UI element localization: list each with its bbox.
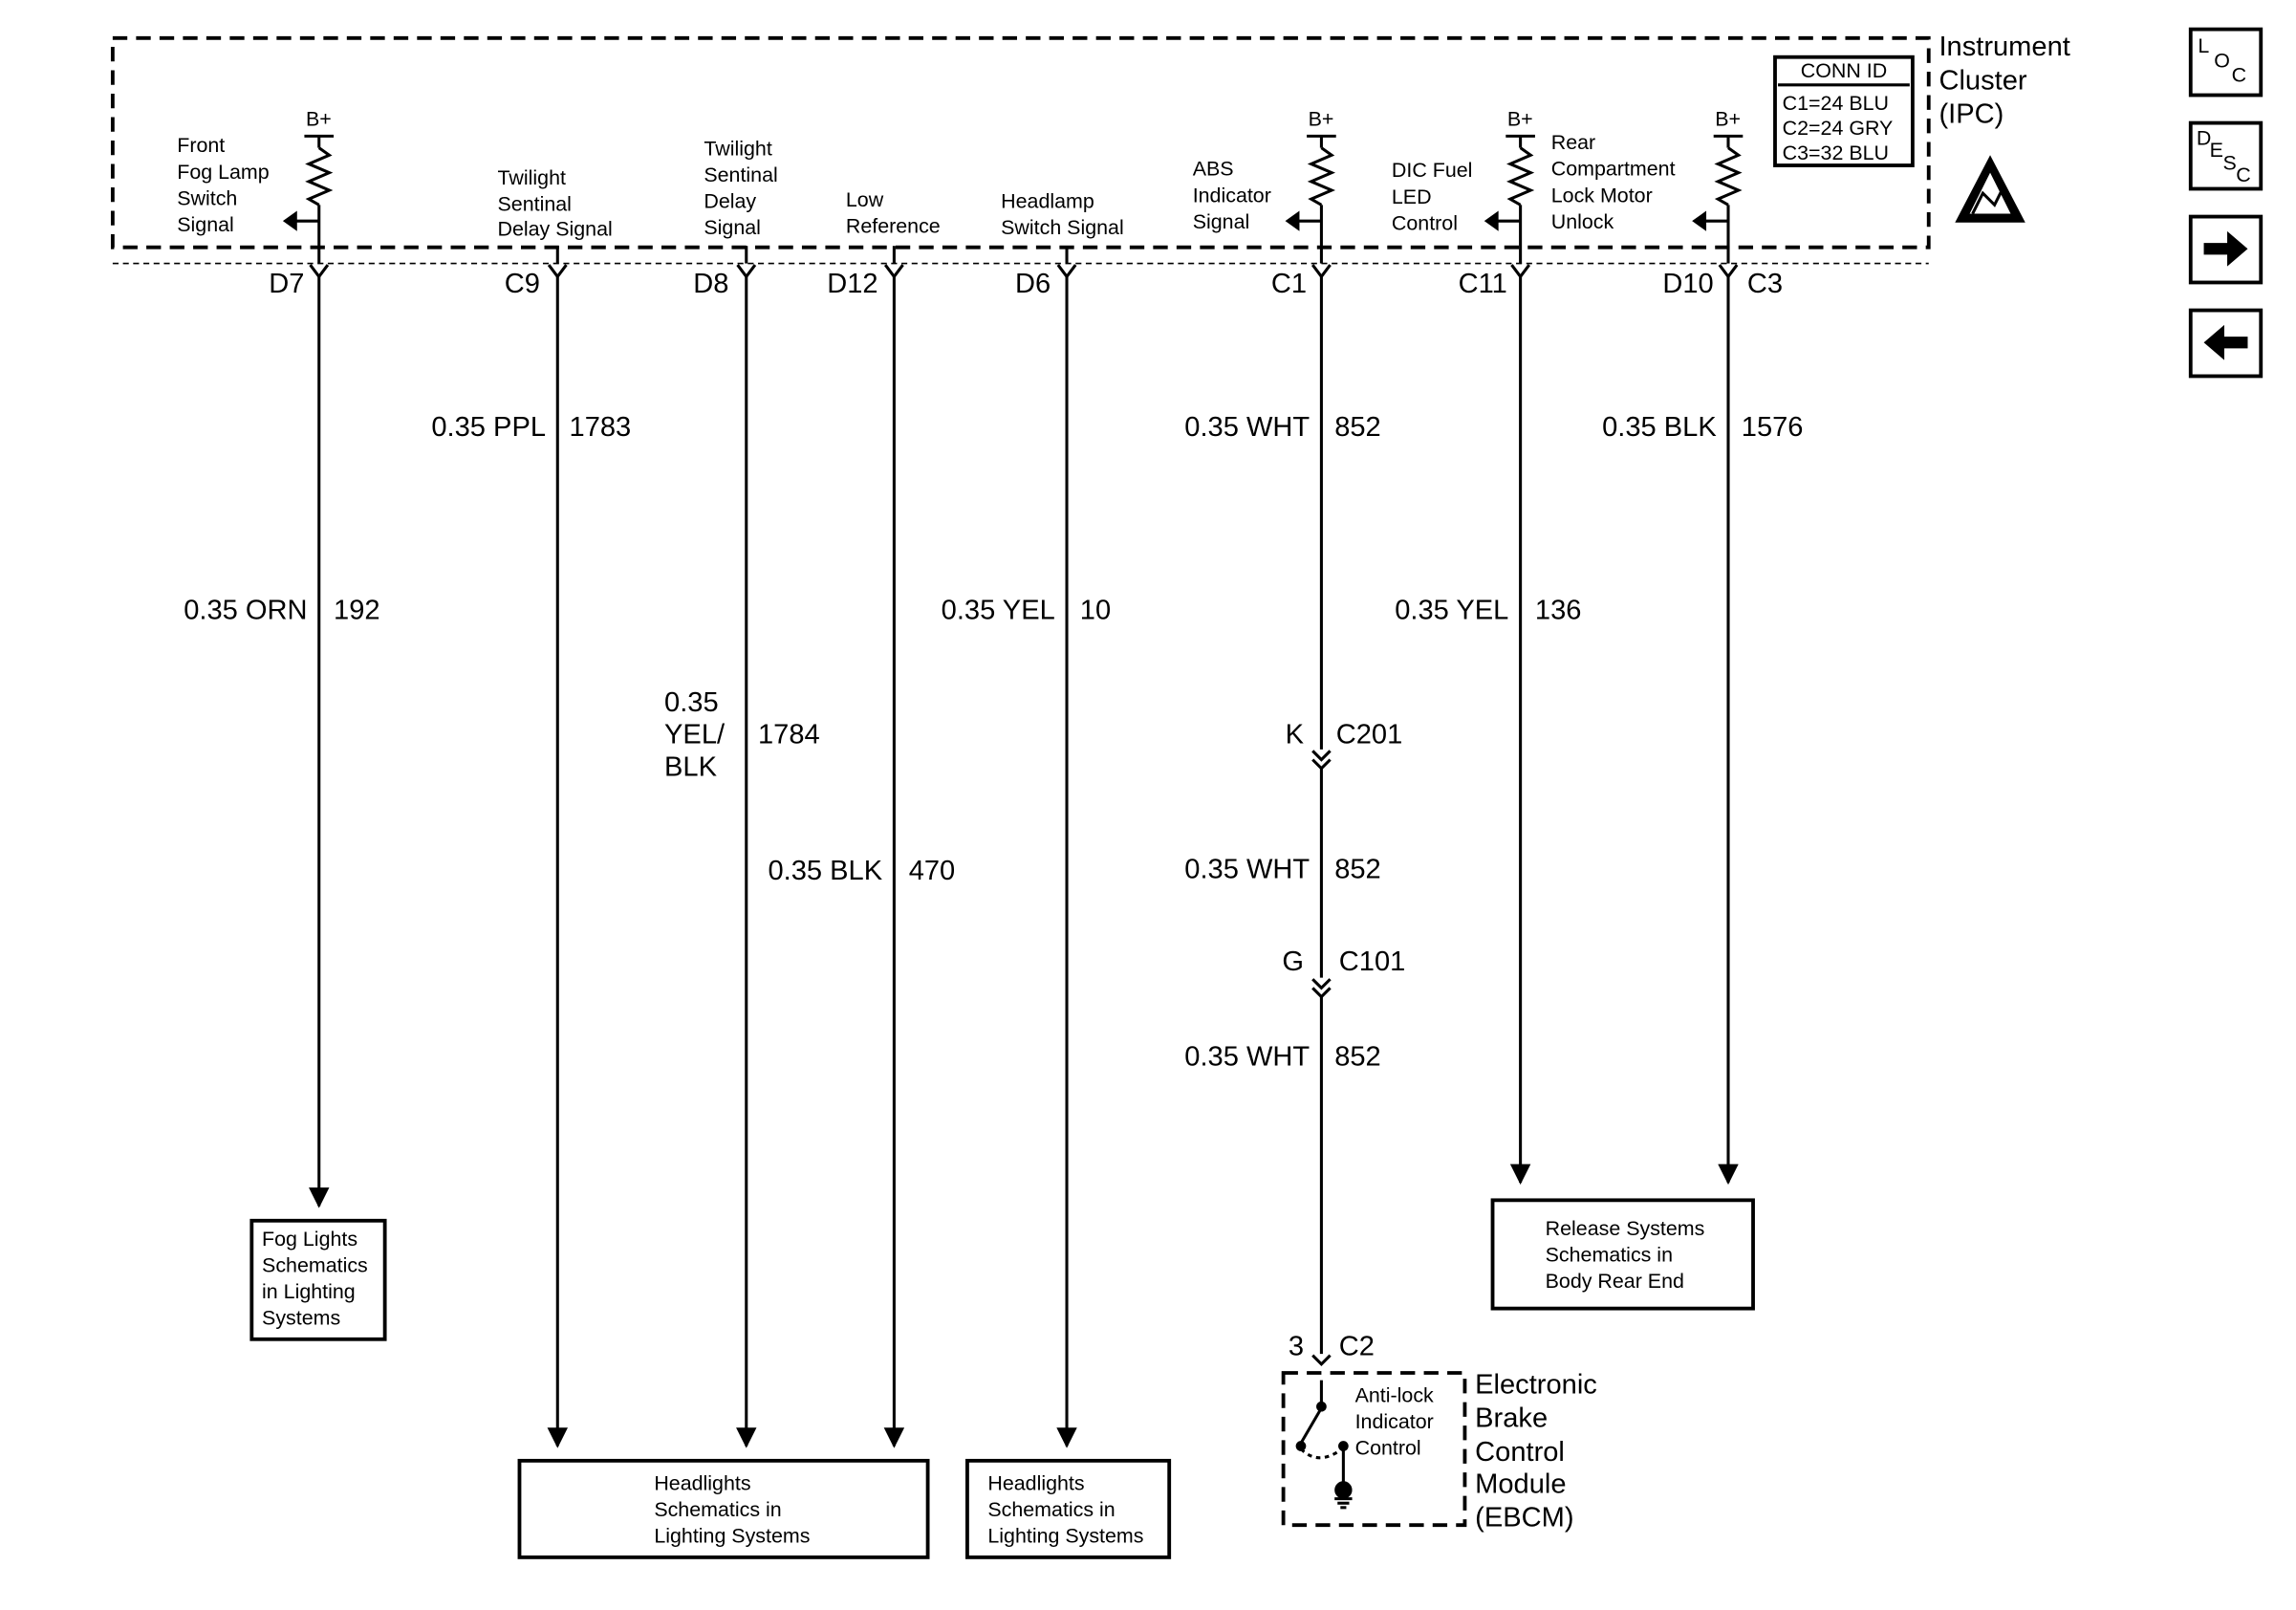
- wire-color-c3: 0.35 BLK: [1602, 412, 1717, 443]
- headlamp-switch-label: Headlamp Switch Signal: [1001, 189, 1124, 239]
- ebcm-connector: C2: [1339, 1332, 1375, 1362]
- ebcm-pin: 3: [1289, 1332, 1304, 1362]
- fog-supply-label: B+: [306, 108, 332, 131]
- wire-color-c1-c: 0.35 WHT: [1184, 1042, 1310, 1073]
- svg-text:C3=32 BLU: C3=32 BLU: [1783, 141, 1889, 164]
- loc-button[interactable]: L O C: [2188, 27, 2264, 98]
- pin-d6: D6: [1015, 269, 1051, 299]
- svg-text:CONN ID: CONN ID: [1801, 59, 1887, 82]
- wire-color-c1-b: 0.35 WHT: [1184, 855, 1310, 885]
- wire-color-c9: 0.35 PPL: [431, 412, 546, 443]
- svg-text:S: S: [2222, 152, 2236, 175]
- dic-fuel-label: DIC Fuel LED Control: [1392, 159, 1478, 234]
- svg-text:C1=24 BLU: C1=24 BLU: [1783, 92, 1889, 115]
- fog-lights-schematic-link[interactable]: Fog Lights Schematics in Lighting System…: [249, 1218, 387, 1341]
- c101-pin: G: [1282, 946, 1304, 977]
- svg-text:C2=24 GRY: C2=24 GRY: [1783, 117, 1894, 140]
- ebcm-inner-label: Anti-lock Indicator Control: [1355, 1384, 1440, 1460]
- dic-supply-label: B+: [1507, 108, 1533, 131]
- c201-pin: K: [1286, 720, 1305, 751]
- low-reference-label: Low Reference: [846, 188, 941, 238]
- ebcm-switch-symbol: [1295, 1380, 1353, 1510]
- pin-c1: C1: [1271, 269, 1307, 299]
- pin-c3: C3: [1747, 269, 1783, 299]
- ebcm-name: Electronic Brake Control Module (EBCM): [1475, 1369, 1605, 1533]
- twilight-c9-label: Twilight Sentinal Delay Signal: [498, 166, 613, 241]
- svg-text:D: D: [2197, 127, 2211, 150]
- pin-d10: D10: [1662, 269, 1713, 299]
- ipc-module-outline: [110, 35, 1931, 250]
- wire-color-c1-a: 0.35 WHT: [1184, 412, 1310, 443]
- fog-signal-label: Front Fog Lamp Switch Signal: [177, 134, 274, 236]
- forward-arrow-button[interactable]: [2188, 214, 2264, 285]
- pin-d8: D8: [693, 269, 728, 299]
- abs-supply-label: B+: [1309, 108, 1334, 131]
- svg-text:O: O: [2214, 49, 2230, 72]
- pin-c9: C9: [505, 269, 540, 299]
- pin-d7: D7: [269, 269, 304, 299]
- rear-compartment-label: Rear Compartment Lock Motor Unlock: [1551, 131, 1681, 233]
- release-systems-schematic-link[interactable]: Release Systems Schematics in Body Rear …: [1490, 1198, 1755, 1311]
- svg-text:Headlights Schematics in: Headlights Schematics in Lighting System…: [987, 1471, 1143, 1547]
- circuit-number-c9: 1783: [570, 412, 632, 443]
- rear-pullup-resistor: [1692, 134, 1744, 264]
- svg-text:E: E: [2210, 139, 2223, 162]
- internal-leads: [555, 246, 1069, 264]
- svg-text:Headlights Schematics in: Headlights Schematics in Lighting System…: [654, 1471, 810, 1547]
- circuit-number-d12: 470: [909, 856, 956, 886]
- rear-supply-label: B+: [1715, 108, 1741, 131]
- pin-c11: C11: [1459, 269, 1507, 299]
- abs-pullup-resistor: [1285, 134, 1336, 264]
- twilight-d8-label: Twilight Sentinal Delay Signal: [704, 137, 783, 239]
- module-name: Instrument Cluster (IPC): [1939, 32, 2077, 129]
- wires: [309, 276, 1739, 1448]
- desc-button[interactable]: D E S C: [2188, 120, 2264, 191]
- circuit-number-fog: 192: [334, 596, 380, 626]
- headlights-schematic-link-headlamp[interactable]: Headlights Schematics in Lighting System…: [965, 1458, 1172, 1559]
- dic-pullup-resistor: [1484, 134, 1535, 264]
- circuit-number-c3: 1576: [1742, 412, 1804, 443]
- ebcm-module: Anti-lock Indicator Control: [1281, 1371, 1467, 1528]
- circuit-number-c1-a: 852: [1334, 412, 1381, 443]
- pin-d12: D12: [827, 269, 877, 299]
- arrow-left-icon: [2203, 324, 2248, 360]
- svg-text:L: L: [2198, 34, 2209, 57]
- wire-color-d8: 0.35 YEL/ BLK: [664, 687, 732, 782]
- circuit-number-d6: 10: [1080, 596, 1111, 626]
- c201-connector: C201: [1336, 720, 1403, 751]
- c101-connector: C101: [1339, 946, 1406, 977]
- svg-text:Fog Lights Schematics: Fog Lights Schematics in Lighting System…: [262, 1228, 374, 1330]
- svg-text:C: C: [2236, 163, 2250, 186]
- wire-color-d12: 0.35 BLK: [768, 856, 882, 886]
- wire-color-fog: 0.35 ORN: [184, 596, 307, 626]
- esd-warning-icon: [1955, 155, 2025, 223]
- wire-color-d6: 0.35 YEL: [942, 596, 1055, 626]
- svg-text:C: C: [2232, 64, 2246, 87]
- headlights-schematic-link-main[interactable]: Headlights Schematics in Lighting System…: [517, 1458, 930, 1559]
- fog-pullup-resistor: [282, 134, 335, 264]
- inline-connectors: [1311, 750, 1332, 1366]
- wire-color-c11: 0.35 YEL: [1395, 596, 1508, 626]
- arrow-right-icon: [2203, 230, 2248, 267]
- circuit-number-c1-c: 852: [1334, 1042, 1381, 1073]
- circuit-number-d8: 1784: [758, 720, 820, 751]
- circuit-number-c1-b: 852: [1334, 855, 1381, 885]
- svg-text:Release Systems Schemati: Release Systems Schematics in Body Rear …: [1546, 1217, 1711, 1293]
- circuit-number-c11: 136: [1535, 596, 1582, 626]
- conn-id-table: CONN ID C1=24 BLU C2=24 GRY C3=32 BLU: [1773, 54, 1915, 167]
- abs-signal-label: ABS Indicator Signal: [1193, 158, 1277, 233]
- back-arrow-button[interactable]: [2188, 308, 2264, 379]
